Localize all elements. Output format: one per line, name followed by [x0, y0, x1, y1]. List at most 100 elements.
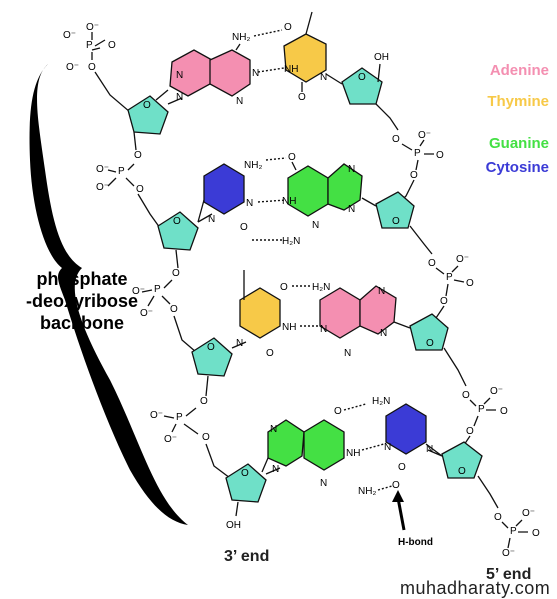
atom-label: H₂N: [372, 396, 390, 407]
atom-label: O: [466, 278, 474, 289]
atom-label: O: [241, 468, 249, 479]
covalent-bond: [375, 103, 399, 131]
atom-label: OH: [226, 520, 241, 531]
left-backbone: O⁻ P O O⁻ O⁻ O O O P O⁻ O⁻ O O: [63, 22, 281, 531]
atom-label: P: [478, 404, 485, 415]
atom-label: O: [532, 528, 540, 539]
atom-label: OH: [374, 52, 389, 63]
phosphate-group: O P O⁻ O O: [428, 254, 474, 307]
covalent-bond: [137, 193, 161, 229]
right-backbone: O OH O P O⁻ O O O O P O⁻ O O: [325, 52, 540, 559]
five-prime-end-label: 5’ end: [486, 566, 532, 583]
atom-label: O: [392, 480, 400, 491]
atom-label: O: [284, 22, 292, 33]
atom-label: NH₂: [358, 486, 376, 497]
base-pair-guanine-cytosine: N N N O NH NH₂ H₂N N O N O: [261, 396, 443, 497]
atom-label: N: [320, 324, 327, 335]
hydrogen-bond: [361, 443, 385, 451]
deoxyribose-sugar: [375, 191, 415, 229]
legend-adenine: Adenine: [489, 62, 549, 79]
atom-label: O: [170, 304, 178, 315]
legend-thymine: Thymine: [487, 93, 549, 110]
legend-guanine: Guanine: [488, 135, 549, 152]
thymine-base: [239, 287, 281, 339]
covalent-bond: [401, 139, 434, 171]
deoxyribose-sugar: [225, 463, 267, 503]
covalent-bond: [205, 443, 231, 479]
atom-label: O⁻: [86, 22, 99, 33]
covalent-bond: [235, 501, 239, 517]
atom-label: N: [252, 68, 259, 79]
hydrogen-bond: [257, 199, 287, 203]
cytosine-base: [385, 403, 427, 455]
covalent-bond: [265, 467, 281, 475]
atom-label: O⁻: [150, 410, 163, 421]
atom-label: P: [446, 272, 453, 283]
atom-label: O: [500, 406, 508, 417]
atom-label: P: [86, 40, 93, 51]
hydrogen-bond: [257, 67, 285, 73]
atom-label: O: [358, 72, 366, 83]
covalent-bond: [305, 11, 313, 35]
atom-label: N: [176, 70, 183, 81]
atom-label: NH: [346, 448, 360, 459]
atom-label: O: [288, 152, 296, 163]
covalent-bond: [435, 265, 465, 297]
atom-label: N: [320, 72, 327, 83]
atom-label: O: [207, 342, 215, 353]
covalent-bond: [261, 457, 269, 473]
covalent-bond: [141, 279, 173, 307]
adenine-base: [359, 285, 397, 335]
atom-label: N: [384, 442, 391, 453]
atom-label: O: [202, 432, 210, 443]
atom-label: N: [208, 214, 215, 225]
covalent-bond: [163, 407, 199, 435]
base-pair-adenine-thymine: N N N N NH₂ O NH O N: [155, 11, 327, 107]
backbone-label-line1: phosphate: [36, 269, 128, 289]
covalent-bond: [477, 475, 499, 509]
covalent-bond: [443, 347, 467, 387]
legend-cytosine: Cytosine: [485, 159, 549, 176]
covalent-bond: [393, 321, 411, 329]
phosphate-group: O P O⁻ O⁻ O: [150, 396, 210, 445]
backbone-label-line2: -deoxyribose: [25, 291, 139, 311]
backbone-label-line3: backbone: [39, 313, 125, 333]
guanine-base: [303, 419, 345, 471]
atom-label: O: [240, 222, 248, 233]
covalent-bond: [173, 315, 197, 353]
deoxyribose-sugar: [341, 67, 383, 105]
atom-label: P: [118, 166, 125, 177]
covalent-bond: [501, 519, 528, 549]
atom-label: NH: [282, 196, 296, 207]
hydrogen-bond: [343, 403, 367, 411]
atom-label: O: [466, 426, 474, 437]
covalent-bond: [205, 375, 209, 397]
atom-label: O⁻: [140, 308, 153, 319]
phosphate-group: O⁻ P O O⁻ O⁻ O: [63, 22, 116, 73]
atom-label: O: [426, 338, 434, 349]
atom-label: O: [143, 100, 151, 111]
hydrogen-bond: [253, 29, 283, 37]
atom-label: O: [458, 466, 466, 477]
deoxyribose-sugar: [157, 211, 199, 251]
base-pair-cytosine-guanine: N NH₂ N O O NH H₂N N N N: [197, 152, 363, 247]
hydrogen-bond: [377, 485, 393, 491]
phosphate-group: O P O⁻ O⁻ O: [132, 268, 180, 319]
atom-label: O⁻: [96, 182, 109, 193]
atom-label: P: [176, 412, 183, 423]
hbond-arrow: [396, 497, 406, 531]
atom-label: N: [272, 464, 279, 475]
atom-label: N: [236, 338, 243, 349]
atom-label: O: [173, 216, 181, 227]
atom-label: O⁻: [66, 62, 79, 73]
atom-label: NH₂: [244, 160, 262, 171]
deoxyribose-sugar: [409, 313, 449, 351]
atom-label: O: [280, 282, 288, 293]
atom-label: O: [462, 390, 470, 401]
atom-label: O⁻: [502, 548, 515, 559]
guanine-base: [287, 165, 329, 217]
atom-label: P: [154, 284, 161, 295]
atom-label: H₂N: [312, 282, 330, 293]
atom-label: O: [392, 216, 400, 227]
